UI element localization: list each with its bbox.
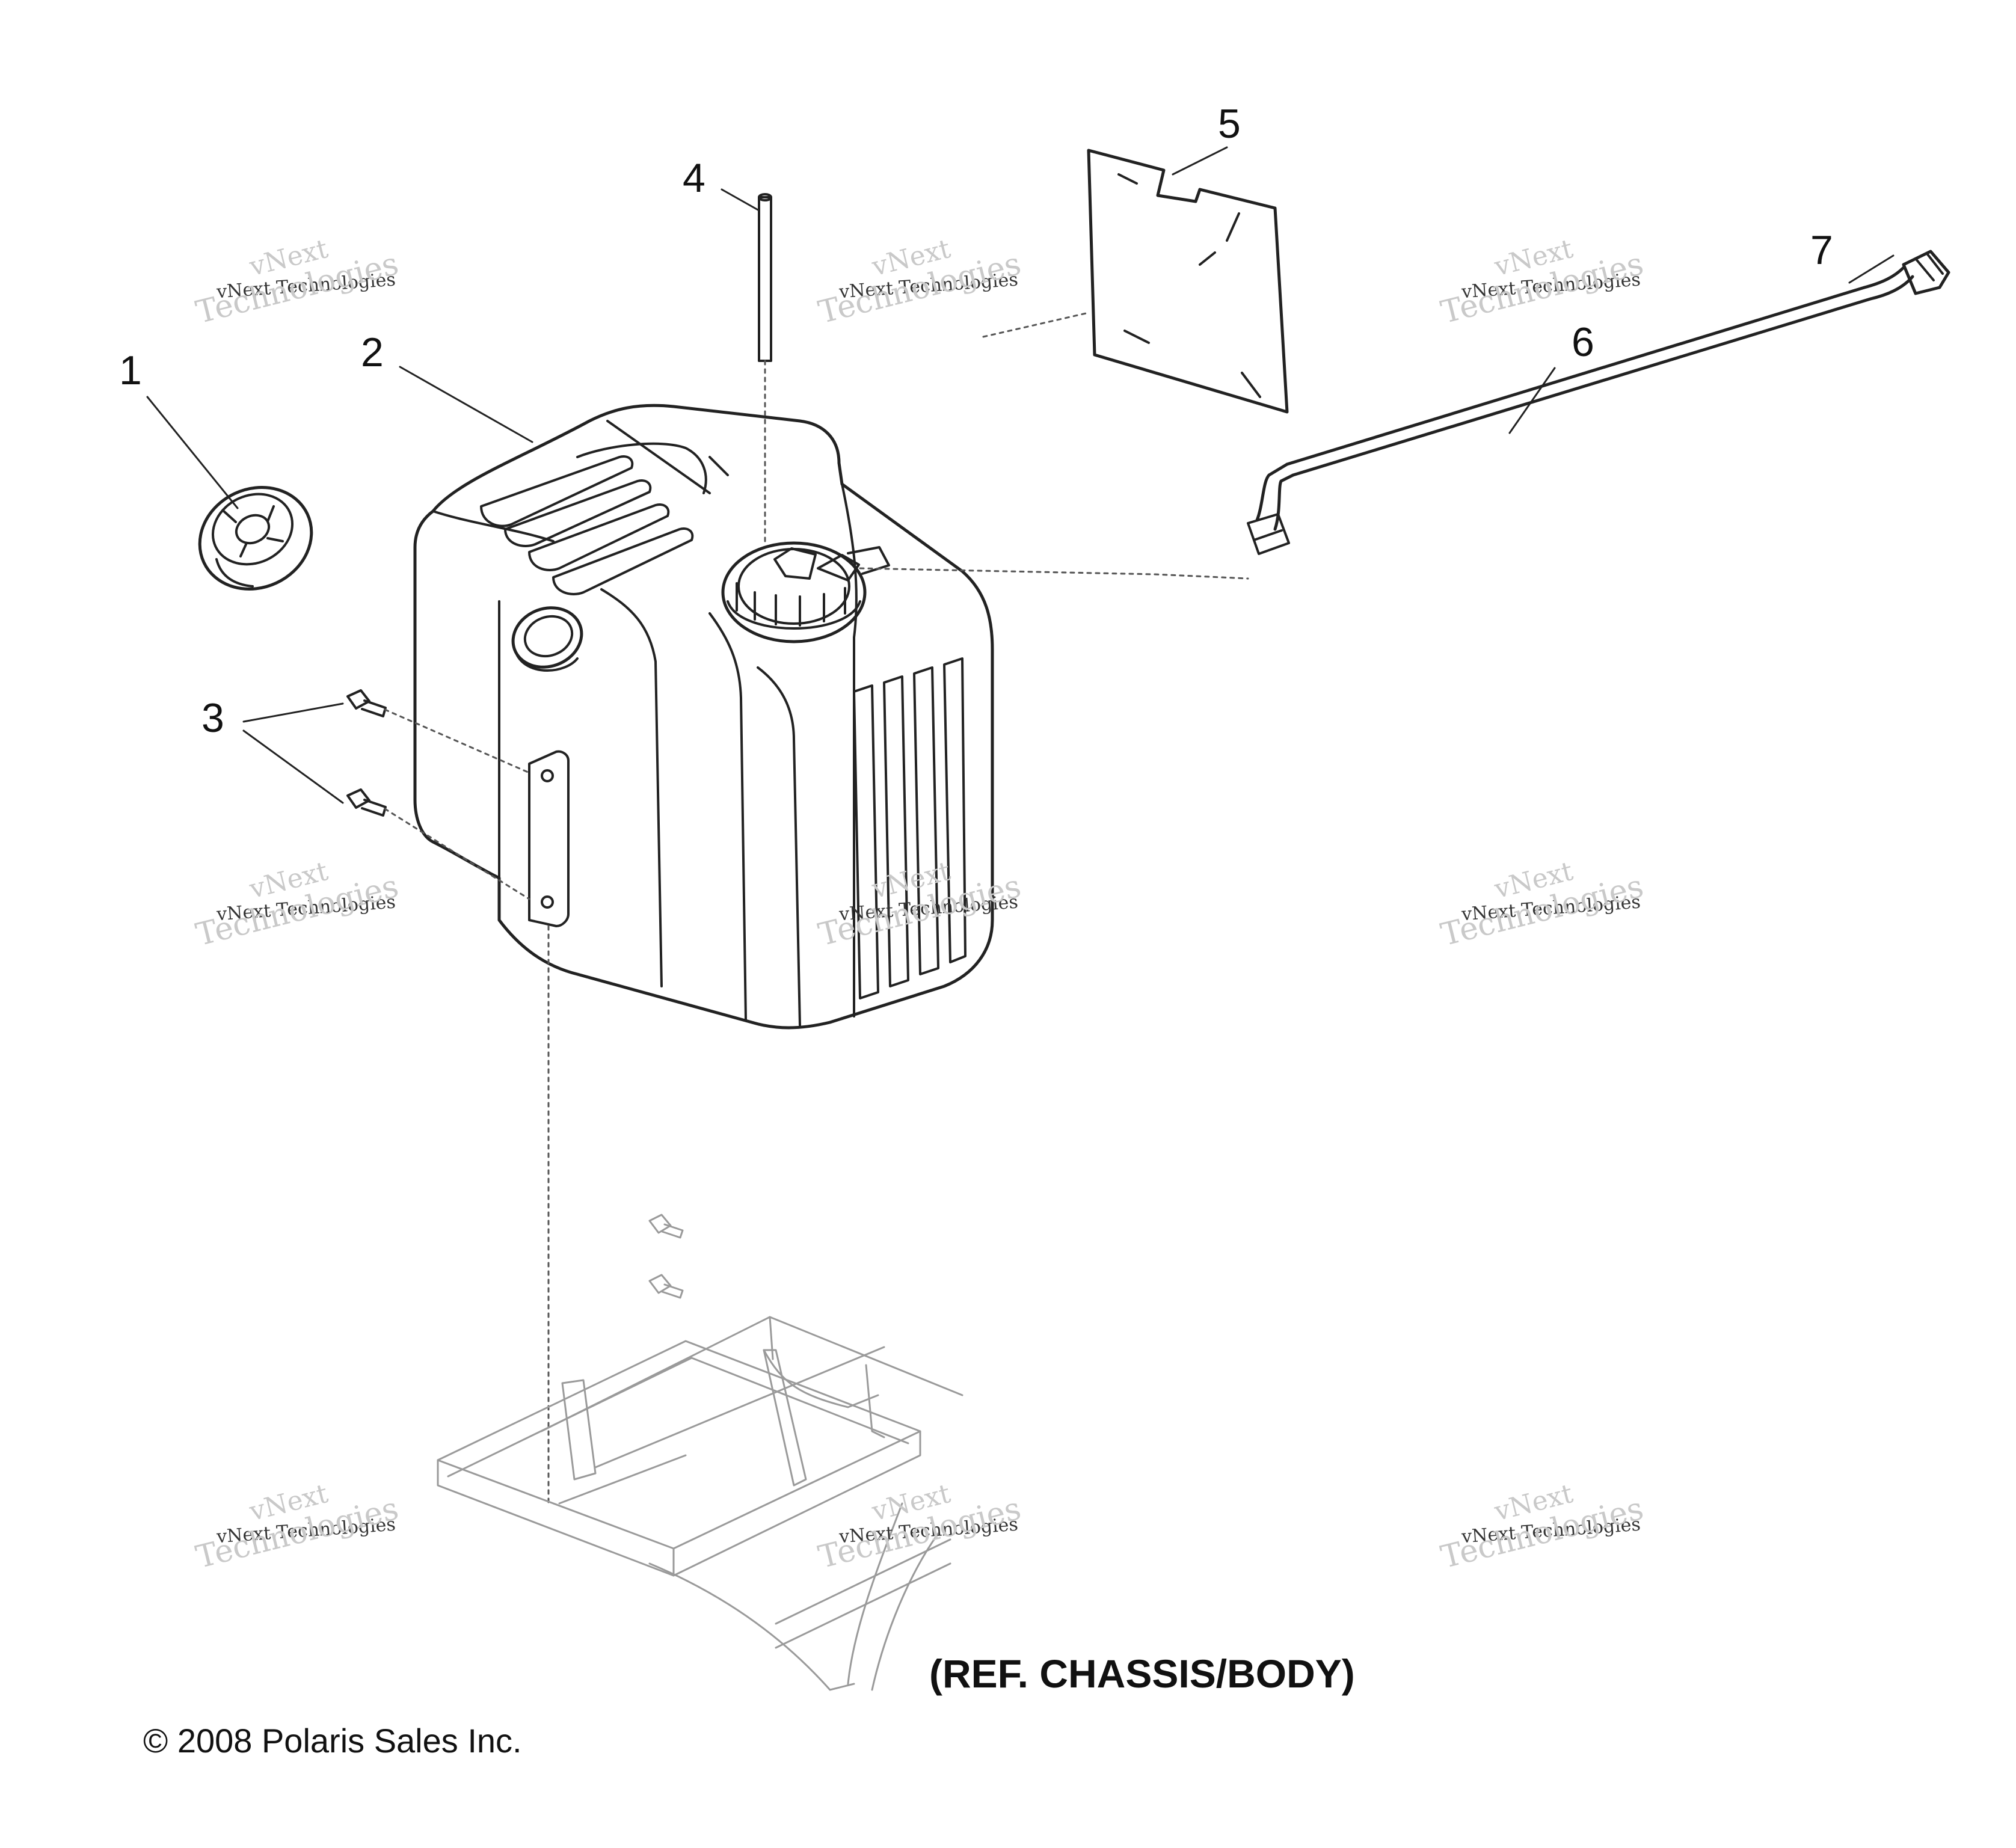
watermark: vNext vNext Technologies Technologies [815,233,1068,343]
callout-6: 6 [1572,319,1594,365]
callout-3: 3 [201,695,224,741]
fuel-line [1247,266,1914,555]
callout-5: 5 [1218,101,1241,147]
mounting-bolt-upper [346,689,387,717]
watermark: vNext vNext Technologies Technologies [815,856,1068,965]
watermark: vNext vNext Technologies Technologies [192,1478,445,1588]
watermark: vNext vNext Technologies Technologies [192,856,445,965]
callout-7: 7 [1810,227,1833,273]
watermark: vNext vNext Technologies Technologies [1437,1478,1690,1588]
watermark: vNext vNext Technologies Technologies [1437,233,1690,343]
callout-2: 2 [361,330,384,375]
watermark: vNext vNext Technologies Technologies [815,1478,1068,1588]
fuel-decal [1087,149,1289,414]
watermark: vNext vNext Technologies Technologies [1437,856,1690,965]
fuel-cap [198,486,313,591]
vent-tube [758,193,772,362]
callout-1: 1 [119,348,142,393]
quick-connector [1902,250,1950,295]
callout-4: 4 [683,155,705,201]
watermark: vNext vNext Technologies Technologies [192,233,445,343]
copyright-notice: © 2008 Polaris Sales Inc. [143,1722,522,1760]
mounting-bolt-lower [346,788,387,817]
fuel-tank [413,404,994,1030]
chassis-reference-note: (REF. CHASSIS/BODY) [929,1651,1355,1696]
chassis-reference [437,1214,963,1691]
leader-lines [146,146,1895,804]
